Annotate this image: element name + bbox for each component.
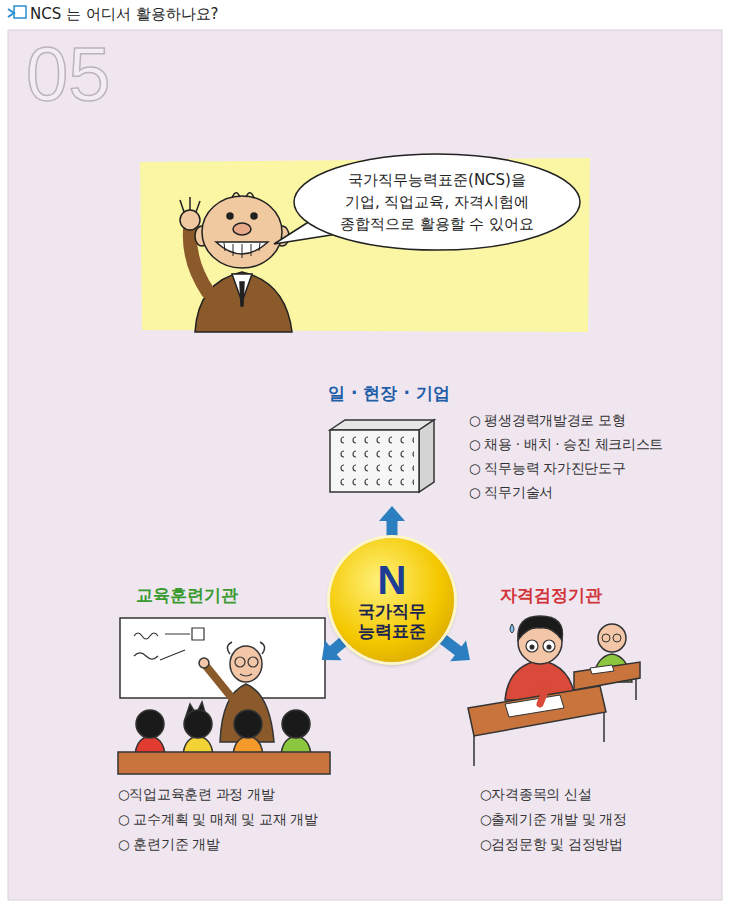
building-part — [419, 420, 434, 492]
exam-scene-part — [590, 665, 614, 674]
exam-scene-part — [543, 640, 555, 652]
classroom-part — [240, 674, 252, 676]
presenter-figure-part — [195, 272, 292, 332]
exam-scene-part — [540, 684, 548, 704]
classroom-part — [118, 752, 330, 774]
exam-scene-part — [613, 634, 621, 642]
speech-text: 국가직무능력표준(NCS)을 기업, 직업교육, 자격시험에 종합적으로 활용할… — [337, 169, 537, 235]
bullet-item: ○ 직무능력 자가진단도구 — [469, 458, 663, 478]
arrow-connector — [441, 638, 470, 661]
presenter-figure-part — [251, 213, 257, 219]
presenter-figure-part — [240, 282, 244, 306]
presenter-figure-part — [227, 213, 233, 219]
building-part — [330, 420, 434, 430]
arrow-head — [379, 506, 405, 521]
exam-scene-part — [602, 634, 610, 642]
certification-group: 자격검정기관 ○자격종목의 신설 ○출제기준 개발 및 개정 ○검정문항 및 검정방법 — [470, 580, 631, 858]
title-icon — [8, 6, 26, 18]
exam-scene-part — [468, 686, 606, 736]
bullet-item: ○직업교육훈련 과정 개발 — [118, 784, 318, 804]
classroom-part — [199, 658, 209, 668]
presenter-figure-part — [202, 196, 282, 268]
arrow-connector — [322, 640, 345, 660]
presenter-figure-part — [224, 243, 260, 258]
group-heading: 일 · 현장 · 기업 — [304, 382, 474, 404]
ncs-logo: N — [378, 559, 407, 601]
building-part — [336, 436, 414, 488]
panel — [8, 30, 722, 900]
building — [330, 420, 434, 492]
presenter-figure-part — [180, 210, 200, 230]
exam-scene-part — [547, 645, 551, 649]
classroom-part — [136, 710, 164, 738]
training-group: 교육훈련기관 ○직업교육훈련 과정 개발 ○ 교수계획 및 매체 및 교재 개발 ○ … — [106, 580, 322, 858]
presenter-figure-part — [232, 193, 254, 198]
classroom-part — [234, 710, 262, 738]
group-heading: 자격검정기관 — [500, 584, 627, 606]
workplace-group: 일 · 현장 · 기업 ○ 평생경력개발경로 모형 ○ 채용 · 배치 · 승진 체… — [300, 378, 667, 506]
classroom-part — [235, 657, 245, 667]
exam-scene-part — [505, 695, 564, 717]
arrow-shaft — [441, 638, 459, 652]
arrow-head — [322, 640, 342, 660]
bullet-item: ○ 교수계획 및 매체 및 교재 개발 — [118, 809, 318, 829]
presenter-figure-part — [180, 197, 200, 212]
exam-scene-part — [526, 640, 538, 652]
bullet-item: ○ 훈련기준 개발 — [118, 834, 318, 854]
classroom — [118, 618, 330, 774]
classroom-part — [206, 666, 232, 698]
speech-bubble: 국가직무능력표준(NCS)을 기업, 직업교육, 자격시험에 종합적으로 활용할… — [292, 152, 582, 252]
classroom-part — [134, 628, 204, 660]
exam-scene-part — [530, 645, 534, 649]
arrow-head — [450, 641, 470, 662]
bubble-ellipse — [294, 154, 580, 250]
ncs-core-circle: N국가직무 능력표준 — [330, 538, 454, 662]
arrow-shaft — [332, 640, 344, 651]
arrow-shaft — [387, 520, 398, 538]
bullet-item: ○ 채용 · 배치 · 승진 체크리스트 — [469, 434, 663, 454]
classroom-part — [248, 657, 258, 667]
exam-scene-part — [510, 624, 514, 633]
classroom-part — [282, 710, 310, 738]
core-text: 국가직무 능력표준 — [347, 601, 437, 641]
bullet-item: ○ 평생경력개발경로 모형 — [469, 410, 663, 430]
presenter-figure — [180, 193, 292, 332]
bullet-item: ○ 직무기술서 — [469, 482, 663, 502]
section-number: 05 — [26, 34, 111, 114]
classroom-part — [230, 646, 262, 682]
classroom-part — [227, 642, 264, 654]
classroom-part — [120, 618, 325, 698]
exam-scene-part — [598, 624, 626, 652]
group-heading: 교육훈련기관 — [136, 584, 318, 606]
building-part — [330, 430, 419, 492]
exam-scene-part — [518, 616, 563, 640]
page-title: NCS 는 어디서 활용하나요? — [30, 4, 218, 24]
exam-scene-part — [574, 662, 640, 690]
title-icon-part — [8, 9, 14, 17]
yellow-ground — [140, 158, 590, 332]
bullet-item: ○출제기준 개발 및 개정 — [480, 809, 627, 829]
title-icon-part — [14, 6, 26, 18]
exam-scene — [468, 616, 640, 766]
bullet-item: ○검정문항 및 검정방법 — [480, 834, 627, 854]
bullet-item: ○자격종목의 신설 — [480, 784, 627, 804]
presenter-figure-part — [233, 223, 251, 235]
exam-scene-part — [474, 712, 604, 766]
arrow-connector — [379, 506, 405, 538]
classroom-part — [184, 710, 212, 738]
